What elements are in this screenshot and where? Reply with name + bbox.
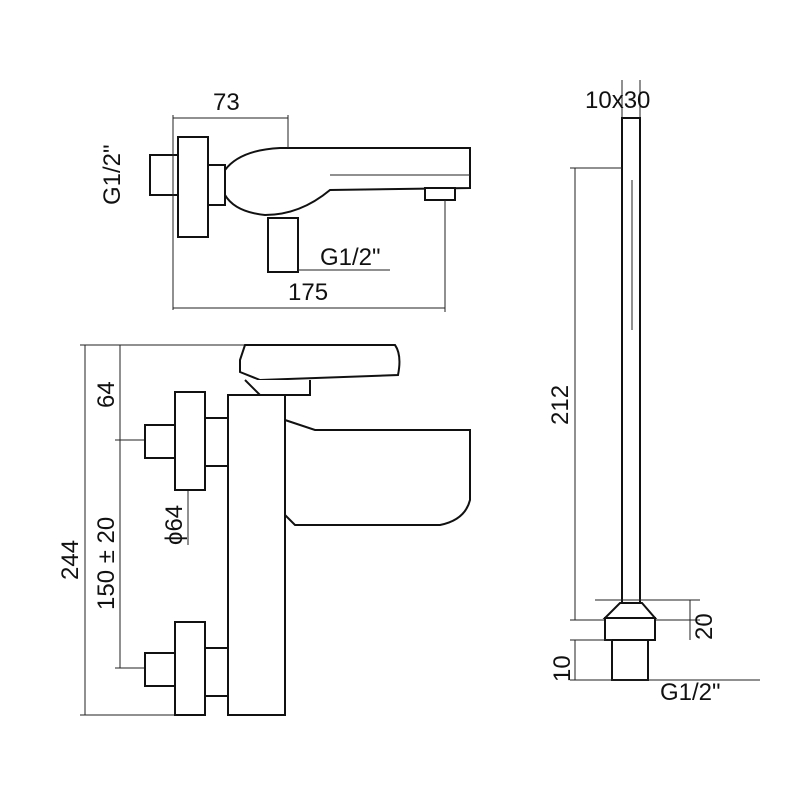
dim-phi64: ϕ64 <box>161 505 188 545</box>
thread-connector <box>611 639 649 681</box>
label-thread: G1/2" <box>660 679 721 706</box>
nut <box>207 164 226 206</box>
dim-10: 10 <box>549 655 576 682</box>
upper-inlet-stub <box>144 424 176 459</box>
dim-150-20: 150 ± 20 <box>93 517 120 610</box>
dim-212: 212 <box>547 385 574 425</box>
bottom-inlet <box>267 217 299 273</box>
rod-nut <box>602 602 658 619</box>
lever-handle <box>239 344 401 382</box>
top-view: 73 175 G1/2" G1/2" <box>99 89 471 312</box>
lower-inlet-stub <box>144 652 176 687</box>
spout-outlet <box>424 187 456 201</box>
label-inlet-bottom: G1/2" <box>320 244 381 271</box>
wall-flange <box>177 136 209 238</box>
dim-244: 244 <box>57 540 84 580</box>
dim-64: 64 <box>93 381 120 408</box>
lower-flange <box>174 621 206 716</box>
label-inlet-side: G1/2" <box>99 144 126 205</box>
lower-nut <box>204 647 229 697</box>
dim-175: 175 <box>288 279 328 306</box>
upper-flange <box>174 391 206 491</box>
dim-20: 20 <box>691 613 718 640</box>
mixer-body-front <box>227 394 286 716</box>
upper-nut <box>204 417 229 467</box>
front-view: 244 64 150 ± 20 ϕ64 <box>57 344 471 716</box>
spout <box>284 418 471 526</box>
side-view: 10x30 212 20 10 G1/2" <box>547 80 760 706</box>
mixer-body <box>224 147 471 217</box>
side-inlet-stub <box>149 154 181 196</box>
label-profile: 10x30 <box>585 87 650 114</box>
shower-rod <box>621 117 641 606</box>
dim-73: 73 <box>213 89 240 116</box>
